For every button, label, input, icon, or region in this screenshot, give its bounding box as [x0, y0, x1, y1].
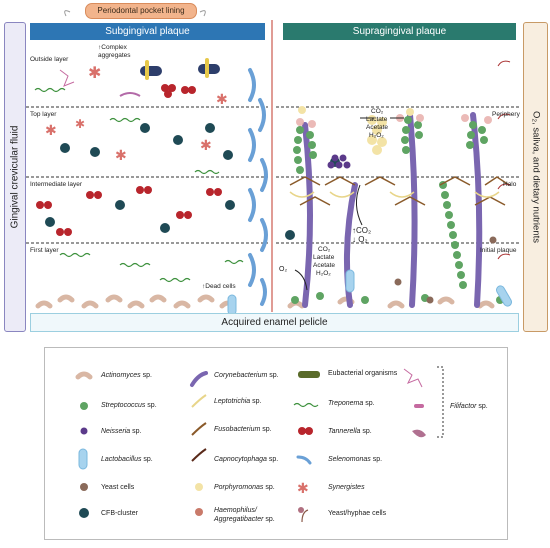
first-layer-label: First layer: [30, 247, 59, 254]
porphyromonas-cluster: [298, 106, 414, 155]
legend-haemophilus: Haemophilus/ Aggregatibacter sp.: [214, 507, 275, 523]
haemophilus-icon: [195, 508, 203, 516]
haemophilus-cluster: [296, 114, 492, 128]
synergistes-icon: ✱: [297, 480, 309, 496]
leptotrichia-icon: [191, 394, 207, 408]
curved-arrow-icon: [497, 60, 511, 260]
yeast-hyphae-icon: [301, 509, 309, 523]
legend-fusobacterium: Fusobacterium sp.: [214, 426, 272, 433]
fusobacterium-cluster: [289, 176, 510, 206]
filifactor-icon: [403, 368, 423, 388]
lactate-top-label: Lactate: [366, 116, 388, 123]
svg-text:✱: ✱: [75, 117, 85, 131]
eubacterial-icon: [298, 371, 320, 378]
supragingival-plaque-header: Supragingival plaque: [283, 23, 516, 40]
outside-layer-label: Outside layer: [30, 56, 69, 63]
corynebacterium-icon: [190, 371, 208, 387]
curved-arrow-icon: [64, 10, 71, 17]
initial-plaque-label: Initial plaque: [480, 247, 517, 254]
legend-eubacterial: Eubacterial organisms: [328, 370, 398, 377]
periphery-label: Periphery: [492, 111, 520, 118]
acquired-enamel-pellicle: Acquired enamel pelicle: [30, 313, 519, 332]
legend-icons: ✱: [75, 366, 444, 523]
streptococcus-icon: [80, 402, 88, 410]
h2o2-top-label: H₂O₂: [369, 132, 384, 139]
lactate-low-label: Lactate: [313, 254, 335, 261]
legend-tannerella: Tannerella sp.: [328, 428, 372, 435]
synergistes-cluster: ✱ ✱ ✱ ✱ ✱ ✱: [45, 65, 228, 163]
top-layer-label: Top layer: [30, 111, 57, 118]
legend-yeast: Yeast cells: [101, 484, 135, 491]
o2-mid-label: ↓ O₂: [352, 235, 368, 244]
saliva-nutrients-bar: O₂, saliva, and dietary nutrients: [523, 22, 548, 332]
acetate-low-label: Acetate: [313, 262, 336, 269]
co2-top-label: CO₂: [371, 108, 384, 115]
halo-label: Halo: [503, 181, 517, 188]
cfb-icon: [79, 508, 89, 518]
yeast-cluster: [394, 236, 497, 304]
yeast-icon: [80, 483, 88, 491]
treponema-cluster: [34, 87, 244, 283]
neisseria-cluster: [327, 154, 351, 169]
o2-left-label: O₂: [279, 266, 288, 273]
selenomonas-icon: [296, 455, 312, 465]
corynebacterium-cluster: [302, 112, 483, 308]
capnocytophaga-icon: [191, 448, 207, 462]
curved-arrow-icon: [199, 10, 206, 17]
co2-mid-label: ↑CO₂: [352, 226, 372, 235]
selenomonas-cluster: [248, 68, 268, 306]
gingival-crevicular-fluid-bar: Gingival crevicular fluid: [4, 22, 26, 332]
tannerella-icon: [298, 427, 306, 435]
tannerella-cluster: [36, 84, 222, 236]
lactobacillus-cluster: [227, 269, 512, 316]
plaque-illustration: ✱ ✱ ✱ ✱ ✱ ✱: [26, 10, 520, 316]
actinomyces-icon: [75, 371, 93, 380]
legend: [44, 347, 508, 540]
legend-synergistes: Synergistes: [328, 484, 365, 491]
legend-actinomyces: Actinomyces sp.: [101, 372, 152, 379]
svg-text:✱: ✱: [45, 122, 57, 138]
complex-aggregates-label: ↑Complex aggregates: [98, 44, 131, 59]
acetate-top-label: Acetate: [366, 124, 389, 131]
legend-selenomonas: Selenomonas sp.: [328, 456, 383, 463]
subgingival-plaque-header: Subgingival plaque: [30, 23, 265, 40]
svg-text:✱: ✱: [88, 65, 101, 82]
diffusion-arrows: [294, 117, 404, 291]
legend-capnocytophaga: Capnocytophaga sp.: [214, 456, 279, 463]
svg-text:✱: ✱: [216, 91, 228, 107]
neisseria-icon: [80, 427, 88, 435]
streptococcus-cluster: [291, 116, 504, 304]
legend-treponema: Treponema sp.: [328, 400, 375, 407]
porphyromonas-icon: [195, 483, 203, 491]
legend-lactobacillus: Lactobacillus sp.: [101, 456, 153, 463]
lactobacillus-icon: [78, 448, 88, 470]
svg-text:✱: ✱: [200, 137, 212, 153]
intermediate-layer-label: Intermediate layer: [30, 181, 83, 188]
legend-neisseria: Neisseria sp.: [101, 428, 142, 435]
legend-filifactor: Filifactor sp.: [450, 403, 488, 410]
legend-leptotrichia: Leptotrichia sp.: [214, 398, 262, 405]
leptotrichia-cluster: [289, 191, 500, 198]
legend-corynebacterium: Corynebacterium sp.: [214, 372, 279, 379]
co2-low-label: CO₂: [318, 246, 331, 253]
legend-streptococcus: Streptococcus sp.: [101, 402, 157, 409]
dead-cells-label: ↑Dead cells: [202, 283, 236, 290]
fusobacterium-icon: [191, 422, 207, 436]
legend-yeast-hyphae: Yeast/hyphae cells: [328, 510, 387, 517]
legend-porphyromonas: Porphyromonas sp.: [214, 484, 275, 491]
complex-aggregates: [59, 58, 220, 97]
legend-cfb: CFB-cluster: [101, 510, 138, 517]
actinomyces-cluster: [35, 294, 495, 309]
svg-text:✱: ✱: [115, 147, 127, 163]
h2o2-low-label: H₂O₂: [316, 270, 331, 277]
periodontal-pocket-label: Periodontal pocket lining: [85, 3, 197, 19]
treponema-icon: [293, 402, 319, 408]
